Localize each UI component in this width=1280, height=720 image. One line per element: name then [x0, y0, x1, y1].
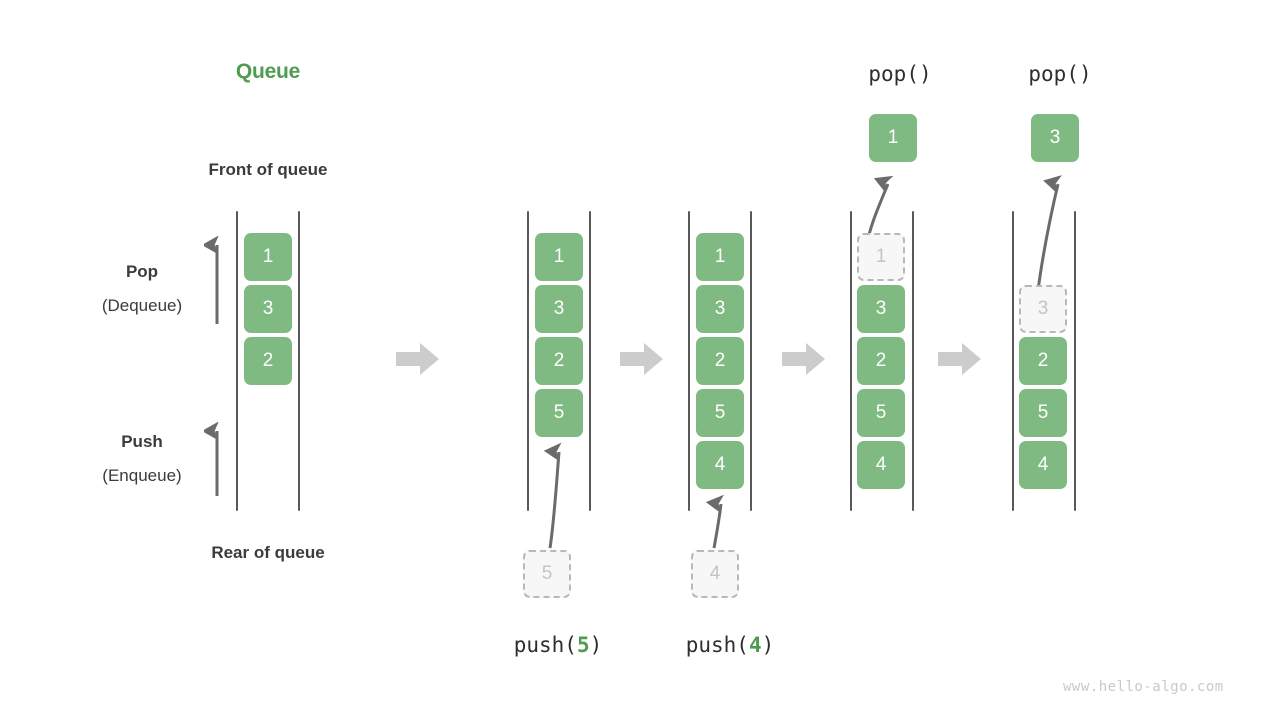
queue-element: 3: [244, 285, 292, 333]
pop-sublabel: (Dequeue): [101, 296, 183, 315]
queue-element-ghost: 3: [1019, 285, 1067, 333]
queue-element: 4: [696, 441, 744, 489]
step-arrow-4: [938, 343, 981, 375]
page-title: Queue: [235, 60, 301, 83]
queue-element: 5: [535, 389, 583, 437]
queue-element: 1: [535, 233, 583, 281]
step-arrow-3: [782, 343, 825, 375]
queue-rail-left: [688, 211, 690, 511]
queue-element: 5: [696, 389, 744, 437]
push-direction-arrow: [204, 422, 219, 496]
step-caption-push-4: push(4): [685, 633, 775, 657]
queue-element: 5: [857, 389, 905, 437]
rear-of-queue-label: Rear of queue: [211, 543, 325, 562]
queue-element: 3: [857, 285, 905, 333]
queue-rail-right: [1074, 211, 1076, 511]
op-label-pop-1: pop(): [868, 62, 932, 86]
queue-rail-left: [527, 211, 529, 511]
incoming-element-ghost: 4: [691, 550, 739, 598]
queue-rail-right: [912, 211, 914, 511]
watermark: www.hello-algo.com: [1063, 679, 1224, 695]
queue-element: 2: [696, 337, 744, 385]
queue-element: 2: [244, 337, 292, 385]
queue-rail-left: [850, 211, 852, 511]
popped-element: 1: [869, 114, 917, 162]
pop-direction-arrow: [204, 236, 219, 324]
caption-arg: 5: [576, 633, 590, 657]
queue-element: 3: [696, 285, 744, 333]
pop-label: Pop: [125, 262, 159, 281]
step-caption-push-5: push(5): [513, 633, 603, 657]
queue-element-ghost: 1: [857, 233, 905, 281]
step-arrow-1: [396, 343, 439, 375]
push-sublabel: (Enqueue): [102, 466, 182, 485]
incoming-element-ghost: 5: [523, 550, 571, 598]
queue-rail-right: [750, 211, 752, 511]
queue-element: 2: [1019, 337, 1067, 385]
queue-element: 3: [535, 285, 583, 333]
queue-rail-left: [1012, 211, 1014, 511]
queue-element: 1: [696, 233, 744, 281]
queue-element: 4: [1019, 441, 1067, 489]
popped-element: 3: [1031, 114, 1079, 162]
queue-element: 2: [535, 337, 583, 385]
queue-element: 2: [857, 337, 905, 385]
queue-rail-right: [298, 211, 300, 511]
step-arrow-2: [620, 343, 663, 375]
push-label: Push: [121, 432, 163, 451]
caption-arg: 4: [748, 633, 762, 657]
push-arrow: [543, 442, 562, 549]
queue-rail-left: [236, 211, 238, 511]
queue-element: 4: [857, 441, 905, 489]
caption-fn: push: [513, 633, 565, 657]
front-of-queue-label: Front of queue: [208, 160, 328, 179]
caption-fn: push: [685, 633, 737, 657]
queue-element: 5: [1019, 389, 1067, 437]
op-label-pop-3: pop(): [1028, 62, 1092, 86]
push-arrow: [705, 494, 724, 549]
queue-rail-right: [589, 211, 591, 511]
queue-element: 1: [244, 233, 292, 281]
